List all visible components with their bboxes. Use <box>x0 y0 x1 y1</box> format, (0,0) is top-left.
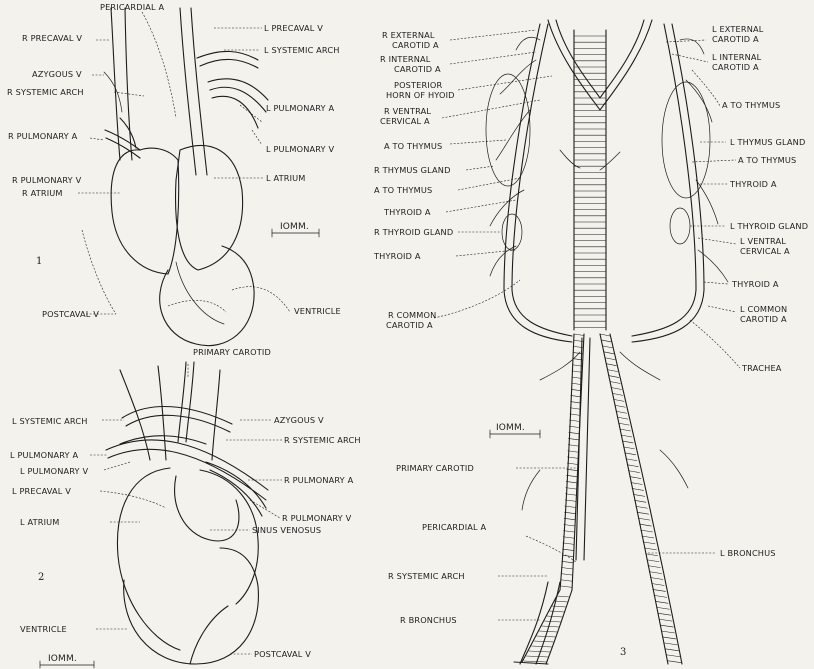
fig2-label-postcaval-v: POSTCAVAL V <box>254 649 311 659</box>
fig2-label-l-pulmonary-v: L PULMONARY V <box>20 466 88 476</box>
azygous-vein-drawing <box>104 72 122 112</box>
scale-label-fig3: IOMM. <box>496 423 525 433</box>
fig3-label-r-common-carotid-a: R COMMON CAROTID A <box>386 310 439 330</box>
fig1-label-l-pulmonary-v: L PULMONARY V <box>266 144 334 154</box>
fig1-label-r-pulmonary-a: R PULMONARY A <box>8 131 78 141</box>
postcaval-fig2-drawing <box>190 606 228 664</box>
fig3-label-thyroid-a-l1: THYROID A <box>729 179 777 189</box>
fig2-label-primary-carotid: PRIMARY CAROTID <box>193 347 271 357</box>
primary-carotid-drawing <box>178 362 194 442</box>
figure-2-heart-dorsal: IOMM. 2 PRIMARY CAROTID L SYSTEMIC ARCH … <box>10 347 361 668</box>
figure-number-3: 3 <box>620 647 627 658</box>
fig3-label-r-internal-carotid-a: R INTERNAL CAROTID A <box>380 54 441 74</box>
fig2-label-azygous-v: AZYGOUS V <box>274 415 324 425</box>
fig3-label-r-thyroid-gland: R THYROID GLAND <box>374 227 453 237</box>
fig3-label-l-bronchus: L BRONCHUS <box>720 548 776 558</box>
fig3-label-r-bronchus: R BRONCHUS <box>400 615 457 625</box>
figure-number-2: 2 <box>38 572 45 583</box>
l-pulmonary-vessels-drawing <box>208 79 268 128</box>
fig2-label-sinus-venosus: SINUS VENOSUS <box>252 525 321 535</box>
fig2-label-r-pulmonary-v: R PULMONARY V <box>282 513 352 523</box>
fig3-label-l-ventral-cervical-a: L VENTRAL CERVICAL A <box>740 236 790 256</box>
r-carotid-vessel-drawing <box>504 24 572 342</box>
fig1-label-r-systemic-arch: R SYSTEMIC ARCH <box>7 87 84 97</box>
scale-label-fig2: IOMM. <box>48 654 77 664</box>
fig3-label-thyroid-a-r1: THYROID A <box>383 207 431 217</box>
fig3-label-l-thyroid-gland: L THYROID GLAND <box>730 221 808 231</box>
r-pulmonary-vessels-drawing <box>105 118 140 158</box>
figure-3-neck-vessels: IOMM. 3 R EXTERNAL CAROTID A <box>373 20 808 664</box>
fig1-label-l-atrium: L ATRIUM <box>266 173 306 183</box>
l-systemic-arch-drawing <box>197 51 258 68</box>
fig2-label-ventricle: VENTRICLE <box>20 624 67 634</box>
figure-number-1: 1 <box>36 256 43 267</box>
fig1-label-r-precaval-v: R PRECAVAL V <box>22 33 82 43</box>
fig2-label-r-pulmonary-a: R PULMONARY A <box>284 475 354 485</box>
fig1-label-ventricle: VENTRICLE <box>294 306 341 316</box>
r-atrium-drawing <box>111 148 179 274</box>
sinus-venosus-drawing <box>175 476 239 541</box>
fig2-label-l-atrium: L ATRIUM <box>20 517 60 527</box>
pulmonary-vessels-fig2-drawing <box>106 436 268 516</box>
fig1-label-r-pulmonary-v: R PULMONARY V <box>12 175 82 185</box>
fig1-label-pericardial-a: PERICARDIAL A <box>100 2 165 12</box>
ventricle-fig2-drawing <box>124 548 259 664</box>
fig3-label-l-internal-carotid-a: L INTERNAL CAROTID A <box>712 52 764 72</box>
fig3-label-primary-carotid: PRIMARY CAROTID <box>396 463 474 473</box>
fig2-label-r-systemic-arch: R SYSTEMIC ARCH <box>284 435 361 445</box>
fig1-label-postcaval-v: POSTCAVAL V <box>42 309 99 319</box>
fig2-label-l-systemic-arch: L SYSTEMIC ARCH <box>12 416 88 426</box>
fig3-label-posterior-horn-of-hyoid: POSTERIOR HORN OF HYOID <box>386 80 455 100</box>
trachea-drawing <box>574 30 606 330</box>
fig3-label-a-to-thymus-r1: A TO THYMUS <box>384 141 442 151</box>
fig3-label-a-to-thymus-l1: A TO THYMUS <box>722 100 780 110</box>
scale-label-fig1: IOMM. <box>280 222 309 232</box>
fig1-label-l-precaval-v: L PRECAVAL V <box>264 23 323 33</box>
fig3-label-a-to-thymus-r2: A TO THYMUS <box>374 185 432 195</box>
fig1-label-l-pulmonary-a: L PULMONARY A <box>266 103 334 113</box>
r-thyroid-gland-drawing <box>502 214 522 250</box>
fig1-label-l-systemic-arch: L SYSTEMIC ARCH <box>264 45 340 55</box>
l-precaval-vein-drawing <box>180 8 207 175</box>
fig3-label-trachea: TRACHEA <box>741 363 782 373</box>
figure-1-heart-ventral: IOMM. 1 PERICARDIAL A R PRECAVAL V L PRE… <box>7 2 341 346</box>
fig3-label-l-thymus-gland: L THYMUS GLAND <box>730 137 805 147</box>
fig1-label-azygous-v: AZYGOUS V <box>32 69 82 79</box>
l-thyroid-gland-drawing <box>670 208 690 244</box>
r-systemic-arch-fig3-drawing <box>520 582 560 664</box>
fig3-label-a-to-thymus-l2: A TO THYMUS <box>738 155 796 165</box>
fig3-label-l-common-carotid-a: L COMMON CAROTID A <box>740 304 790 324</box>
ventricle-drawing <box>160 246 254 346</box>
r-precaval-vein-drawing <box>111 8 132 160</box>
fig3-label-r-external-carotid-a: R EXTERNAL CAROTID A <box>382 30 439 50</box>
fig2-label-l-pulmonary-a: L PULMONARY A <box>10 450 78 460</box>
hyoid-drawing <box>548 20 652 110</box>
fig3-label-thyroid-a-l2: THYROID A <box>731 279 779 289</box>
fig3-label-r-thymus-gland: R THYMUS GLAND <box>374 165 451 175</box>
fig2-label-l-precaval-v: L PRECAVAL V <box>12 486 71 496</box>
fig3-label-l-external-carotid-a: L EXTERNAL CAROTID A <box>712 24 766 44</box>
fig3-label-r-ventral-cervical-a: R VENTRAL CERVICAL A <box>380 106 434 126</box>
fig3-label-thyroid-a-r2: THYROID A <box>373 251 421 261</box>
r-thymus-gland-drawing <box>486 74 530 186</box>
fig1-label-r-atrium: R ATRIUM <box>22 188 63 198</box>
fig3-label-r-systemic-arch: R SYSTEMIC ARCH <box>388 571 465 581</box>
atrium-fig2-drawing <box>117 468 258 650</box>
fig3-label-pericardial-a: PERICARDIAL A <box>422 522 487 532</box>
